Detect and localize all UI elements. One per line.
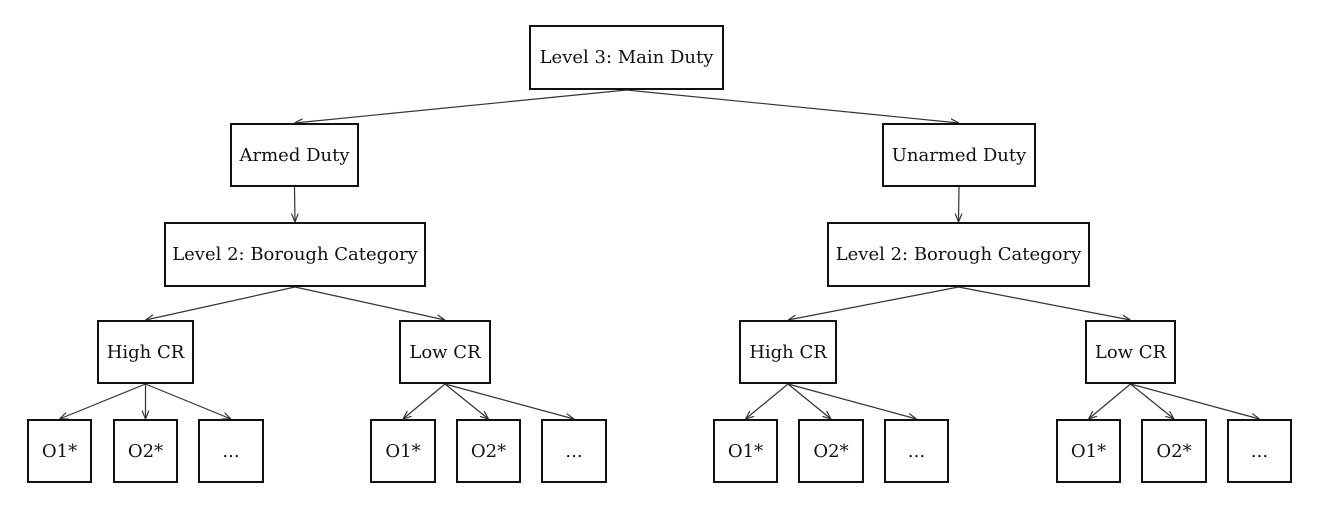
edge-unarmed-high-to-unarmed-high-more	[787, 383, 917, 419]
node-armed-high-o2: O2*	[113, 419, 178, 483]
edge-armed-low-to-armed-low-o1	[403, 383, 446, 419]
node-unarmed-high-cr: High CR	[739, 320, 837, 384]
node-unarmed-high-more: ...	[884, 419, 949, 483]
edge-armed-cat-to-armed-low	[294, 286, 445, 320]
edge-root-to-armed	[295, 89, 627, 123]
edge-unarmed-high-to-unarmed-high-o2	[787, 383, 831, 419]
edge-armed-high-to-armed-high-more	[145, 383, 232, 419]
edge-unarmed-to-unarmed-cat	[959, 186, 960, 222]
edge-unarmed-high-to-unarmed-high-o1	[746, 383, 789, 419]
edge-armed-to-armed-cat	[295, 186, 296, 222]
node-armed-low-o1: O1*	[370, 419, 436, 483]
edge-unarmed-cat-to-unarmed-high	[788, 286, 959, 320]
node-unarmed-borough-category: Level 2: Borough Category	[827, 222, 1090, 287]
edge-root-to-unarmed	[626, 89, 960, 123]
edge-unarmed-low-to-unarmed-low-o1	[1089, 383, 1131, 419]
edge-armed-low-to-armed-low-o2	[444, 383, 489, 419]
edge-unarmed-low-to-unarmed-low-more	[1130, 383, 1260, 419]
edge-unarmed-low-to-unarmed-low-o2	[1130, 383, 1175, 419]
node-unarmed-low-more: ...	[1227, 419, 1292, 483]
node-armed-low-more: ...	[541, 419, 607, 483]
node-armed-high-cr: High CR	[97, 320, 194, 384]
node-main-duty: Level 3: Main Duty	[529, 25, 724, 90]
edge-armed-cat-to-armed-high	[146, 286, 296, 320]
node-armed-high-o1: O1*	[27, 419, 92, 483]
node-armed-duty: Armed Duty	[230, 123, 359, 187]
node-unarmed-high-o2: O2*	[798, 419, 864, 483]
node-armed-borough-category: Level 2: Borough Category	[164, 222, 426, 287]
edge-armed-high-to-armed-high-o1	[60, 383, 146, 419]
node-unarmed-duty: Unarmed Duty	[882, 123, 1036, 187]
node-unarmed-low-cr: Low CR	[1085, 320, 1176, 384]
node-armed-low-cr: Low CR	[399, 320, 491, 384]
edge-unarmed-cat-to-unarmed-low	[958, 286, 1131, 320]
node-armed-high-more: ...	[198, 419, 264, 483]
node-unarmed-low-o2: O2*	[1141, 419, 1207, 483]
node-armed-low-o2: O2*	[456, 419, 521, 483]
node-unarmed-low-o1: O1*	[1056, 419, 1121, 483]
node-unarmed-high-o1: O1*	[713, 419, 778, 483]
edge-armed-low-to-armed-low-more	[444, 383, 574, 419]
